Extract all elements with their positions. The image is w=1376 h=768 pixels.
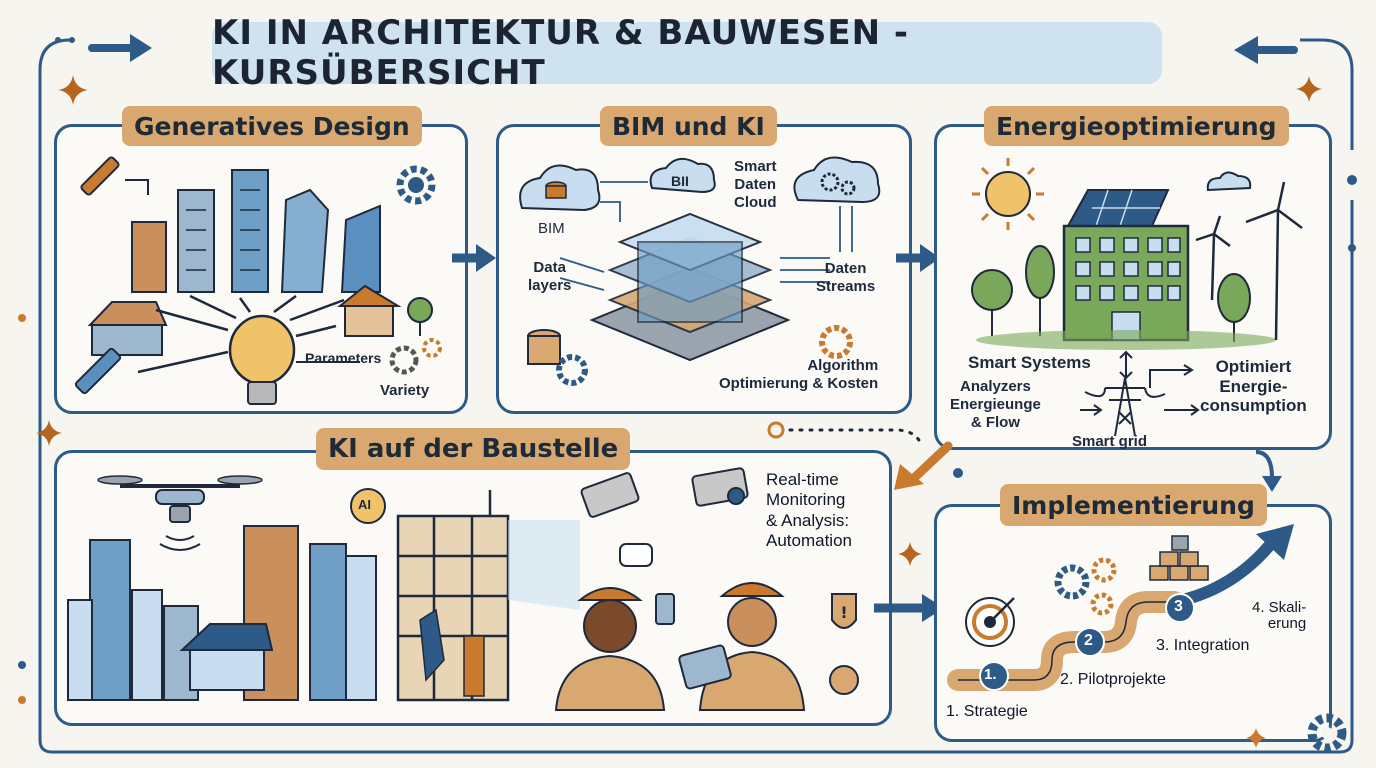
arrow-right-icon xyxy=(874,594,944,622)
building-icon xyxy=(67,525,377,701)
sparkle-icon xyxy=(1246,728,1266,748)
building-icon xyxy=(131,169,381,293)
tree-icon xyxy=(971,245,1251,342)
label-daten-streams: Daten Streams xyxy=(816,260,876,295)
sun-icon xyxy=(972,158,1044,230)
label-optimiert: Optimiert Energie- consumption xyxy=(1200,357,1307,416)
label-monitoring: Real-time Monitoring & Analysis: Automat… xyxy=(766,470,852,551)
label-smart-grid: Smart grid xyxy=(1072,433,1148,450)
pencil-icon xyxy=(80,156,120,196)
step-2-label: 2. Pilotprojekte xyxy=(1060,671,1166,688)
implementierung-illustration xyxy=(947,524,1294,691)
wind-turbine-icon xyxy=(1195,181,1303,341)
panel-title-generative-design: Generatives Design xyxy=(122,106,422,146)
label-data-layers: Data layers xyxy=(528,259,572,294)
warning-icon: ! xyxy=(829,593,859,695)
camera-icon xyxy=(580,467,749,518)
arrow-right-icon xyxy=(452,244,496,272)
house-icon xyxy=(87,284,402,356)
panel-title-implementierung: Implementierung xyxy=(1000,484,1267,526)
gear-icon xyxy=(1054,557,1117,616)
generative-design-illustration xyxy=(74,156,442,405)
step-1-num: 1. xyxy=(984,666,997,683)
tablet-icon xyxy=(678,644,732,690)
sparkle-icon xyxy=(58,75,88,105)
step-4-label: 4. Skali- erung xyxy=(1252,599,1307,632)
house-icon xyxy=(179,623,274,691)
label-smart-systems: Smart Systems xyxy=(968,353,1091,372)
label-bim: BIM xyxy=(538,220,565,237)
arrow-down-left-icon xyxy=(894,441,953,490)
svg-text:!: ! xyxy=(840,603,847,622)
label-bii: BII xyxy=(671,173,689,189)
drone-icon xyxy=(97,475,263,551)
sparkle-icon xyxy=(898,542,922,566)
dot-icon xyxy=(953,468,963,478)
cloud-icon xyxy=(519,156,881,212)
sparkle-icon xyxy=(36,420,62,446)
solar-panel-icon xyxy=(1066,189,1170,227)
panel-title-energie: Energieoptimierung xyxy=(984,106,1289,146)
page-title: KI IN ARCHITEKTUR & BAUWESEN - KURSÜBERS… xyxy=(212,13,1162,93)
step-3-label: 3. Integration xyxy=(1156,637,1250,654)
arrow-right-icon xyxy=(896,244,940,272)
database-icon xyxy=(527,181,567,365)
gear-icon xyxy=(389,338,442,375)
panel-title-bim-ki: BIM und KI xyxy=(600,106,777,146)
building-icon xyxy=(1062,224,1190,342)
label-analyzers: Analyzers Energieunge & Flow xyxy=(950,378,1041,431)
scaffold-icon xyxy=(396,490,510,702)
pencil-icon xyxy=(74,347,122,395)
target-icon xyxy=(965,597,1015,647)
gear-icon xyxy=(1307,713,1347,753)
connector-dotted xyxy=(767,421,924,448)
layered-building-icon xyxy=(589,212,791,362)
energie-illustration xyxy=(971,158,1303,350)
step-1-label: 1. Strategie xyxy=(946,703,1028,720)
arrow-left-icon xyxy=(1234,36,1298,64)
label-smart-cloud: Smart Daten Cloud xyxy=(734,158,777,211)
blocks-icon xyxy=(1149,535,1209,581)
baustelle-illustration: ! xyxy=(67,467,859,711)
panel-title-baustelle: KI auf der Baustelle xyxy=(316,428,631,470)
step-2-num: 2 xyxy=(1084,632,1093,649)
label-parameters: Parameters xyxy=(305,350,382,366)
worker-icon xyxy=(419,582,806,711)
label-variety: Variety xyxy=(380,382,430,399)
arrow-right-icon xyxy=(88,34,152,62)
gear-icon xyxy=(556,172,856,386)
tree-icon xyxy=(407,297,433,336)
step-3-num: 3 xyxy=(1174,598,1183,615)
bim-ki-illustration xyxy=(519,156,881,386)
sparkle-icon xyxy=(1296,76,1322,102)
energy-flow-arrows xyxy=(1080,350,1200,416)
label-ai-badge: AI xyxy=(358,497,371,512)
arrow-down-icon xyxy=(1255,450,1282,492)
label-algorithm: Algorithm Optimierung & Kosten xyxy=(719,357,879,392)
lightbulb-icon xyxy=(228,314,296,405)
gear-icon xyxy=(396,165,436,205)
